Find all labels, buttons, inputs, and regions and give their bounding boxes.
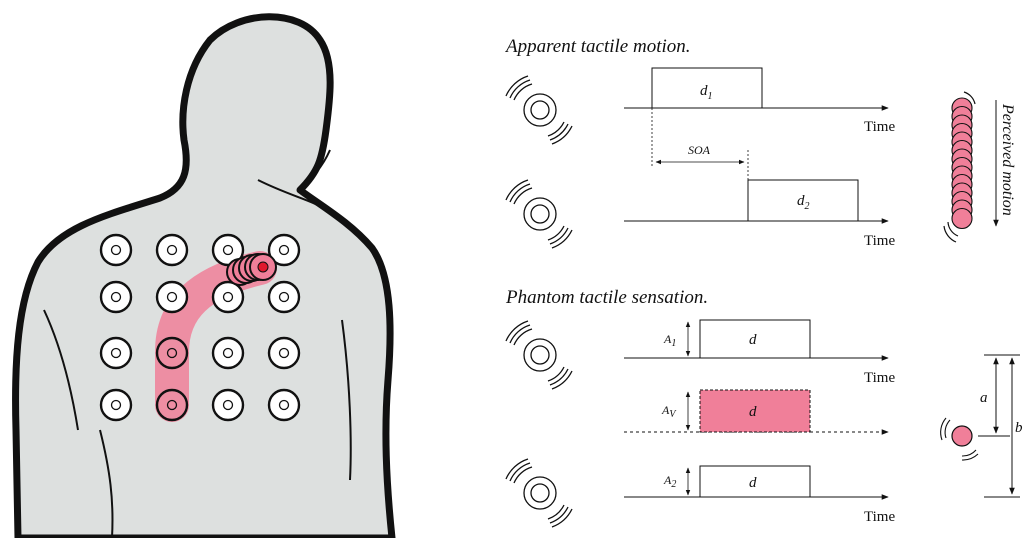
phantom-location: a b [940,354,1023,498]
actuator-icon-3 [505,320,573,390]
amp-a1-label: A1 [663,332,676,349]
actuator-cell [99,233,133,267]
actuator-cell [267,336,301,370]
pulse-d1 [651,67,763,109]
active-point [257,261,269,273]
phantom-sensation-panel: Phantom tactile sensation. d A1 Time d A… [505,287,1023,528]
shoulder-line [257,179,327,211]
distance-b-label: b [1015,420,1023,436]
neck-line [299,149,331,189]
time-label-2: Time [864,233,895,249]
phantom-point [951,425,973,447]
pulse-a2-label: d [749,475,757,491]
actuator-cell [99,388,133,422]
actuator-cell [267,388,301,422]
actuator-icon-1 [505,75,573,145]
time-label-3: Time [864,370,895,386]
actuator-cell [155,336,189,370]
time-label-4: Time [864,509,895,525]
apparent-motion-panel: Apparent tactile motion. d1 Time SOA [504,36,1016,249]
actuator-cell [99,280,133,314]
amp-a2-label: A2 [663,473,676,490]
soa-label: SOA [688,143,711,157]
actuator-cell [155,233,189,267]
stack-circle [951,207,973,230]
actuator-icon-2 [505,179,573,249]
phantom-heading: Phantom tactile sensation. [505,287,708,308]
pulse-a2 [699,465,811,498]
perceived-motion-label: Perceived motion [999,103,1016,216]
pulse-a1-label: d [749,332,757,348]
actuator-cell [155,388,189,422]
pulse-d1-label: d1 [700,83,713,102]
motion-trail [226,253,277,286]
pulse-virtual [699,389,811,433]
perceived-motion-stack [951,97,973,230]
amp-av-label: AV [661,403,677,420]
pulse-a1 [699,319,811,359]
actuator-cell [267,233,301,267]
arm-line-right [341,319,352,481]
body-illustration [12,13,396,538]
actuator-icon-4 [505,458,573,528]
actuator-cell [211,336,245,370]
actuator-cell [211,280,245,314]
actuator-cell [211,388,245,422]
pulse-d2 [747,179,859,222]
actuator-cell [267,280,301,314]
actuator-grid [99,233,301,422]
apparent-motion-heading: Apparent tactile motion. [504,36,691,57]
pulse-d2-label: d2 [797,193,810,212]
actuator-cell [155,280,189,314]
pulse-virtual-label: d [749,404,757,420]
time-label-1: Time [864,119,895,135]
actuator-cell [99,336,133,370]
back-crease [99,429,114,538]
distance-a-label: a [980,390,988,406]
arm-line-left [43,309,79,431]
